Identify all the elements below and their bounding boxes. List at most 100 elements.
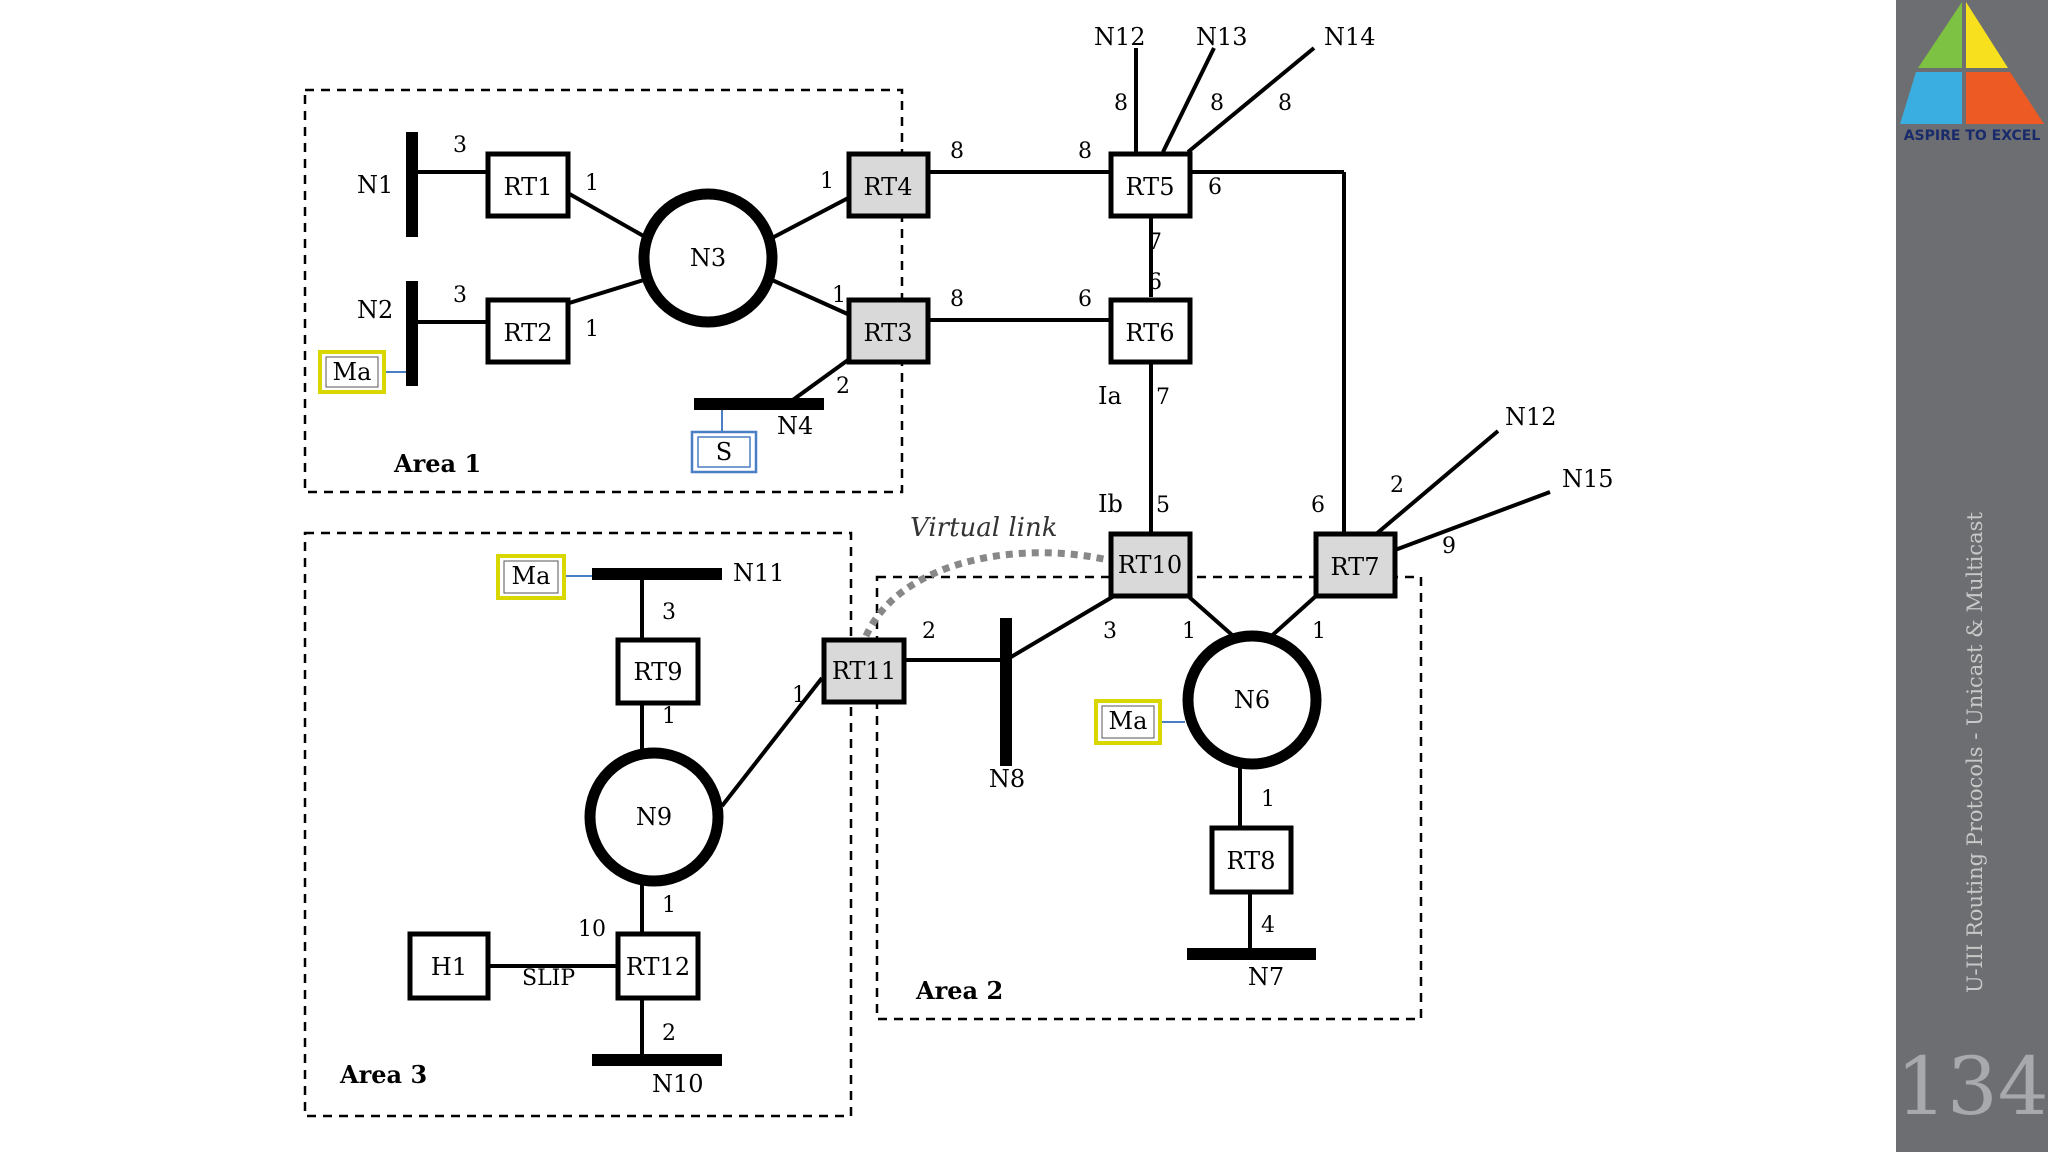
- cost-label: 1: [662, 704, 676, 729]
- n14-label: N14: [1324, 23, 1376, 51]
- rt1-label: RT1: [504, 173, 553, 201]
- network-n6: [1182, 630, 1322, 770]
- footer-text: U-III Routing Protocols - Unicast & Mult…: [1963, 512, 1987, 993]
- cost-label: 1: [792, 683, 806, 708]
- cost-label: 1: [1182, 619, 1196, 644]
- area-2-label: Area 2: [915, 976, 1003, 1005]
- cost-label: 8: [950, 139, 964, 164]
- cost-label: 6: [1311, 493, 1325, 518]
- rt3-label: RT3: [864, 319, 913, 347]
- cost-label: 8: [950, 287, 964, 312]
- logo-text: ASPIRE TO EXCEL: [1903, 128, 2041, 144]
- rt5-label: RT5: [1126, 173, 1175, 201]
- cost-label: 1: [1261, 787, 1275, 812]
- cost-label: 1: [585, 317, 599, 342]
- cost-label: 6: [1148, 270, 1162, 295]
- router-rt3[interactable]: [846, 297, 931, 365]
- rt2-label: RT2: [504, 319, 553, 347]
- area-2-boundary: [875, 575, 1423, 1021]
- cost-label: 2: [922, 619, 936, 644]
- area-3-boundary: [303, 531, 853, 1118]
- footer-text-vertical: U-III Routing Protocols - Unicast & Mult…: [1963, 512, 1987, 993]
- n4-label: N4: [777, 412, 813, 440]
- n3-label: N3: [690, 244, 726, 272]
- ib-label: Ib: [1098, 490, 1123, 518]
- ma2-label: Ma: [512, 562, 551, 590]
- cost-label: 8: [1114, 91, 1128, 116]
- rt11-label: RT11: [832, 657, 896, 685]
- cost-label: 2: [1390, 473, 1404, 498]
- area-1-label: Area 1: [393, 449, 481, 478]
- n7-label: N7: [1248, 963, 1284, 991]
- area-1-boundary: [303, 88, 904, 494]
- router-rt1[interactable]: [485, 151, 571, 219]
- host-ma2-outer[interactable]: [496, 554, 566, 600]
- n2-label: N2: [357, 296, 393, 324]
- cost-label: 7: [1148, 230, 1162, 255]
- router-rt5[interactable]: [1108, 151, 1193, 219]
- cost-label: 3: [453, 283, 467, 308]
- host-ma3-outer[interactable]: [1094, 699, 1162, 745]
- cost-label: 3: [662, 600, 676, 625]
- cost-label: 8: [1078, 139, 1092, 164]
- slip-label: SLIP: [522, 966, 575, 991]
- rt12-label: RT12: [626, 953, 690, 981]
- cost-label: 8: [1278, 91, 1292, 116]
- cost-label: 6: [1208, 175, 1222, 200]
- n12-top-label: N12: [1094, 23, 1146, 51]
- n11-label: N11: [733, 559, 785, 587]
- rt8-label: RT8: [1227, 847, 1276, 875]
- cost-label: 1: [832, 283, 846, 308]
- ma1-label: Ma: [333, 358, 372, 386]
- cost-label: 2: [836, 374, 850, 399]
- cost-label: 1: [1312, 619, 1326, 644]
- n6-label: N6: [1234, 686, 1270, 714]
- host-h1[interactable]: [407, 931, 491, 1001]
- n8-label: N8: [989, 765, 1025, 793]
- rt4-label: RT4: [864, 173, 913, 201]
- area-3-label: Area 3: [339, 1060, 427, 1089]
- cost-label: 3: [453, 133, 467, 158]
- cost-label: 10: [578, 917, 606, 942]
- cost-label: 9: [1442, 534, 1456, 559]
- cost-label: 1: [585, 171, 599, 196]
- host-ma1-inner: [325, 356, 379, 388]
- router-rt12[interactable]: [615, 931, 701, 1001]
- ospf-network-diagram: Virtual link RT1 RT2 RT4 RT3 RT5 RT6 RT1…: [303, 23, 1614, 1118]
- rt9-label: RT9: [634, 658, 683, 686]
- n10-label: N10: [652, 1070, 704, 1098]
- router-rt11[interactable]: [821, 637, 907, 705]
- h1-label: H1: [431, 953, 467, 981]
- router-rt6[interactable]: [1108, 297, 1193, 365]
- rt6-label: RT6: [1126, 319, 1175, 347]
- host-s-inner: [697, 436, 751, 468]
- n13-label: N13: [1196, 23, 1248, 51]
- s-label: S: [716, 438, 732, 466]
- host-ma1-outer[interactable]: [318, 350, 386, 394]
- router-rt4[interactable]: [846, 151, 931, 219]
- n12-right-label: N12: [1505, 403, 1557, 431]
- cost-label: 6: [1078, 287, 1092, 312]
- ia-label: Ia: [1098, 382, 1122, 410]
- host-s-outer[interactable]: [690, 430, 758, 474]
- host-ma2-inner: [503, 560, 559, 594]
- links: [412, 46, 1551, 1058]
- cost-label: 7: [1156, 385, 1170, 410]
- virtual-link: [862, 549, 1109, 638]
- cost-label: 1: [820, 169, 834, 194]
- router-rt9[interactable]: [615, 637, 701, 706]
- slide-sidebar: ASPIRE TO EXCEL: [1896, 0, 2048, 1152]
- link-costs: 3 1 3 1 1 1 2 8 8 8 6 8 8 8 6 7 6 7 5 6 …: [453, 91, 1456, 1046]
- cost-label: 3: [1103, 619, 1117, 644]
- router-rt2[interactable]: [485, 297, 571, 365]
- router-rt8[interactable]: [1209, 825, 1294, 895]
- n9-label: N9: [636, 803, 672, 831]
- ma3-label: Ma: [1109, 707, 1148, 735]
- cost-label: 4: [1261, 913, 1275, 938]
- router-rt7[interactable]: [1313, 531, 1398, 599]
- rt7-label: RT7: [1331, 553, 1380, 581]
- rt10-label: RT10: [1118, 551, 1182, 579]
- network-n3: [638, 188, 778, 328]
- router-rt10[interactable]: [1108, 531, 1193, 599]
- cost-label: 1: [662, 893, 676, 918]
